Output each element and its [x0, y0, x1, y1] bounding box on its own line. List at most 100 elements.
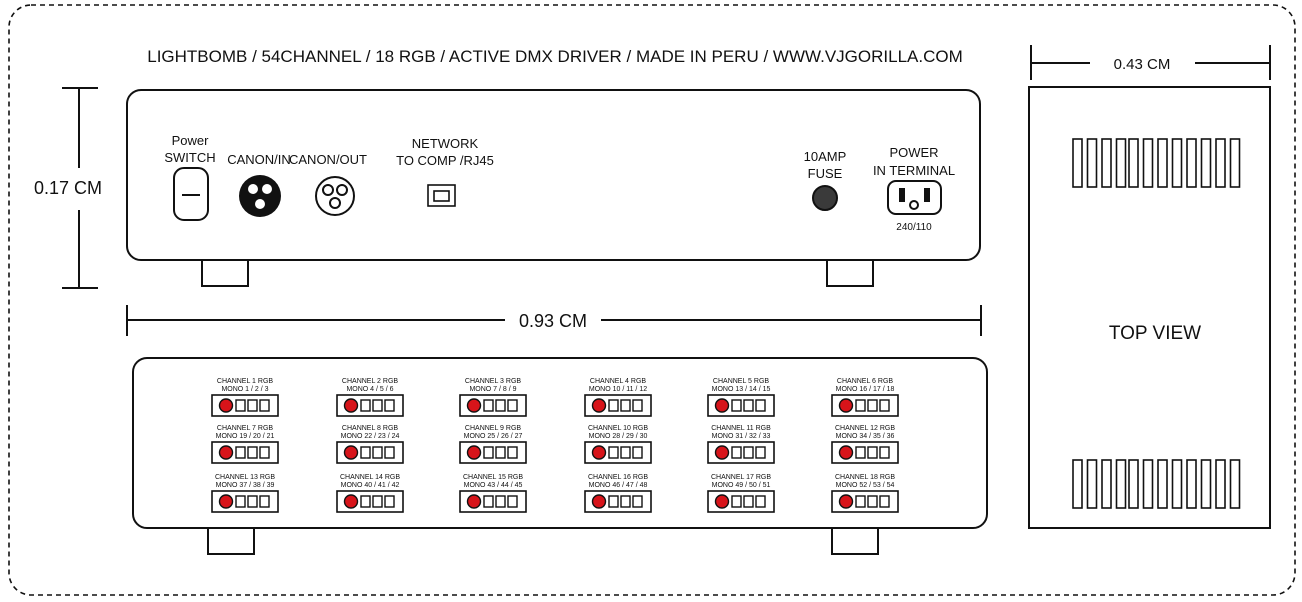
- rj45-port[interactable]: [427, 184, 456, 207]
- channel-mono-label: MONO 13 / 14 / 15: [712, 386, 771, 393]
- channel-label: CHANNEL 11 RGB: [711, 425, 771, 432]
- power-inlet[interactable]: [887, 180, 942, 215]
- connector-pin: [867, 446, 878, 459]
- channel-mono-label: MONO 37 / 38 / 39: [216, 482, 275, 489]
- connector-pin: [360, 446, 371, 459]
- connector-led: [838, 494, 854, 509]
- channel-mono-label: MONO 19 / 20 / 21: [216, 433, 275, 440]
- connector-led: [714, 494, 730, 509]
- channel-mono-label: MONO 31 / 32 / 33: [712, 433, 771, 440]
- connector-pin: [495, 399, 506, 412]
- canon-out-connector[interactable]: [315, 176, 355, 216]
- connector-pin: [608, 495, 619, 508]
- power-terminal-label-2: IN TERMINAL: [873, 163, 955, 178]
- connector-pin: [247, 495, 258, 508]
- connector-led: [714, 445, 730, 460]
- vent-slot: [1157, 138, 1168, 188]
- channel-label: CHANNEL 2 RGB: [342, 378, 398, 385]
- header-title: LIGHTBOMB / 54CHANNEL / 18 RGB / ACTIVE …: [147, 47, 963, 66]
- connector-pin: [855, 446, 866, 459]
- vent-slot: [1229, 138, 1241, 188]
- channel-mono-label: MONO 40 / 41 / 42: [341, 482, 400, 489]
- vent-slot: [1142, 138, 1154, 188]
- channel-label: CHANNEL 1 RGB: [217, 378, 273, 385]
- channel-label: CHANNEL 10 RGB: [588, 425, 648, 432]
- vent-slot: [1186, 459, 1197, 509]
- connector-led: [343, 494, 359, 509]
- connector-led: [343, 445, 359, 460]
- power-switch-label-2: SWITCH: [164, 150, 215, 165]
- connector-led: [466, 494, 482, 509]
- vent-slot: [1115, 138, 1127, 188]
- channel-label: CHANNEL 15 RGB: [463, 474, 523, 481]
- connector-led: [838, 445, 854, 460]
- channel-mono-label: MONO 46 / 47 / 48: [589, 482, 648, 489]
- vent-slot: [1229, 459, 1241, 509]
- connector-pin: [608, 446, 619, 459]
- power-terminal-label-1: POWER: [889, 145, 938, 160]
- connector-led: [591, 398, 607, 413]
- connector-pin: [259, 399, 270, 412]
- vent-slot: [1157, 459, 1168, 509]
- connector-pin: [743, 399, 754, 412]
- connector-pin: [731, 495, 742, 508]
- channel-label: CHANNEL 3 RGB: [465, 378, 521, 385]
- vent-slot: [1171, 138, 1183, 188]
- channel-label: CHANNEL 5 RGB: [713, 378, 769, 385]
- channel-mono-label: MONO 7 / 8 / 9: [469, 386, 516, 393]
- channel-mono-label: MONO 28 / 29 / 30: [589, 433, 648, 440]
- diagram-border: [8, 4, 1296, 596]
- channel-label: CHANNEL 14 RGB: [340, 474, 400, 481]
- connector-pin: [755, 446, 766, 459]
- vent-slot: [1072, 138, 1083, 188]
- canon-in-connector[interactable]: [239, 175, 281, 217]
- connector-pin: [879, 495, 890, 508]
- connector-led: [466, 445, 482, 460]
- connector-pin: [867, 495, 878, 508]
- fuse-holder[interactable]: [812, 185, 838, 211]
- connector-pin: [632, 446, 643, 459]
- connector-pin: [235, 399, 246, 412]
- connector-pin: [235, 495, 246, 508]
- depth-dimension: [1030, 45, 1271, 80]
- connector-led: [218, 445, 234, 460]
- width-dimension: [126, 305, 982, 336]
- top-view-vents: [1072, 138, 1241, 509]
- network-label-2: TO COMP /RJ45: [396, 153, 494, 168]
- channel-mono-label: MONO 25 / 26 / 27: [464, 433, 523, 440]
- channel-label: CHANNEL 18 RGB: [835, 474, 895, 481]
- vent-slot: [1115, 459, 1127, 509]
- connector-led: [343, 398, 359, 413]
- connector-pin: [247, 446, 258, 459]
- connector-pin: [855, 495, 866, 508]
- connector-pin: [743, 495, 754, 508]
- channel-label: CHANNEL 6 RGB: [837, 378, 893, 385]
- connector-pin: [372, 446, 383, 459]
- power-switch[interactable]: [173, 167, 209, 221]
- connector-pin: [384, 495, 395, 508]
- channel-mono-label: MONO 16 / 17 / 18: [836, 386, 895, 393]
- connector-pin: [483, 446, 494, 459]
- connector-led: [591, 494, 607, 509]
- connector-led: [714, 398, 730, 413]
